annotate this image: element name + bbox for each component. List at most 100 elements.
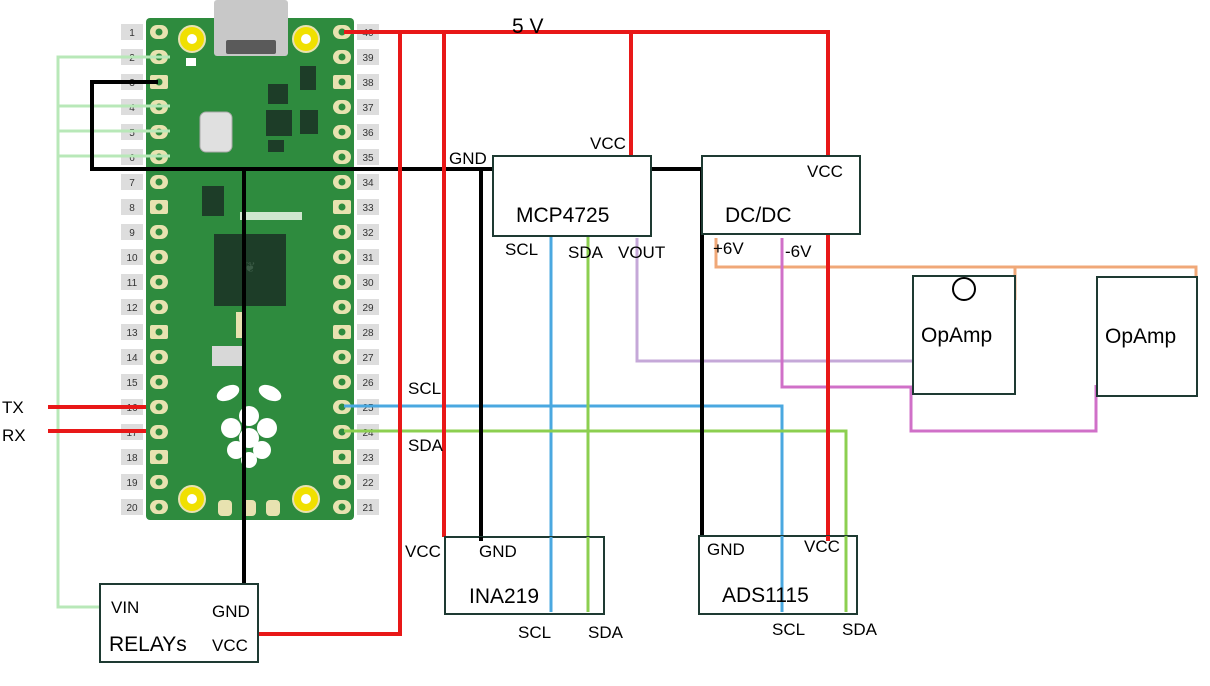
pin-hole [155,228,163,236]
left-pin: 8 [121,199,168,215]
led [186,58,196,66]
ina219-box [444,536,605,615]
pin-label-bg [357,449,379,465]
ina219-scl-label: SCL [518,623,551,642]
pin-hole [338,128,346,136]
pin-number: 36 [362,128,374,139]
pin-number: 7 [129,178,135,189]
power-wires [48,30,830,636]
pin-number: 1 [129,28,135,39]
right-pin: 34 [333,174,379,190]
pin-number: 25 [362,403,374,414]
pin-number: 20 [126,503,138,514]
pin-label-bg [357,74,379,90]
pin-number: 19 [126,478,138,489]
pin-number: 29 [362,303,374,314]
left-pin: 17 [121,424,168,440]
right-pin: 23 [333,449,379,465]
ic-chip [300,66,316,90]
pin-number: 8 [129,203,135,214]
pin-hole [338,453,346,461]
right-pin: 29 [333,299,379,315]
pin-hole [338,203,346,211]
pin-label-bg [357,99,379,115]
mount-hole [187,34,197,44]
pin-hole [155,428,163,436]
pin-label-bg [121,174,143,190]
pin-hole [338,28,346,36]
pin-number: 6 [129,153,135,164]
ground-wires [90,80,704,594]
pin-hole [338,478,346,486]
ina219-title: INA219 [469,585,539,608]
mcp4725-scl-label: SCL [505,240,538,259]
flash-chip [240,212,302,220]
pin-hole [155,378,163,386]
mount-hole [187,494,197,504]
pin-hole [338,278,346,286]
left-pin: 20 [121,499,168,515]
right-pin: 37 [333,99,379,115]
pin-number: 4 [129,103,135,114]
pin-label-bg [357,274,379,290]
left-pin: 11 [121,274,168,290]
pin-label-bg [121,499,143,515]
mcp4725-title: MCP4725 [516,204,609,227]
pin-hole [338,228,346,236]
pin-hole [338,353,346,361]
pin-number: 5 [129,128,135,139]
usb-port [226,40,276,54]
opamp2-title: OpAmp [1105,325,1176,348]
module-boxes [99,155,1198,663]
pin-label-bg [357,224,379,240]
pin-label-bg [121,374,143,390]
pin-hole [338,178,346,186]
ads1115-box [698,535,858,615]
pin-number: 11 [127,278,138,289]
bootsel-button [199,111,233,153]
pin-number: 27 [362,353,374,364]
pin-label-bg [357,499,379,515]
debug-pad [266,500,280,516]
pin-label-bg [121,24,143,40]
pico-sda-label: SDA [408,436,444,455]
pin-hole [155,178,163,186]
pin-number: 38 [362,78,374,89]
pin-label-bg [357,324,379,340]
ina219-sda-label: SDA [588,623,624,642]
pin-number: 12 [126,303,138,314]
mcp4725-box [492,155,652,237]
dcdc-vcc-label: VCC [807,162,843,181]
pin-hole [155,403,163,411]
ina219-gnd-label: GND [479,542,517,561]
right-pin: 33 [333,199,379,215]
pin-label-bg [357,374,379,390]
pin-label-bg [357,124,379,140]
pin-label-bg [121,474,143,490]
pin-hole [155,478,163,486]
pin-hole [338,303,346,311]
pin-label-bg [121,224,143,240]
left-pin: 7 [121,174,168,190]
pin-number: 33 [362,203,374,214]
pin-number: 22 [362,478,374,489]
right-pin: 35 [333,149,379,165]
mcp4725-vout-label: VOUT [618,243,665,262]
pin-hole [338,378,346,386]
pin-hole [155,253,163,261]
pin-label-bg [121,349,143,365]
dcdc-box [701,155,861,235]
pin-number: 18 [126,453,138,464]
pin-label-bg [357,174,379,190]
ic-chip [266,110,292,136]
pin-number: 30 [362,278,374,289]
right-pin: 28 [333,324,379,340]
ic-chip [268,140,284,152]
pin-hole [155,28,163,36]
relays-box [99,583,259,663]
pin-label-bg [357,349,379,365]
pin-number: 17 [126,428,138,439]
dcdc-neg6v-label: -6V [785,242,812,261]
